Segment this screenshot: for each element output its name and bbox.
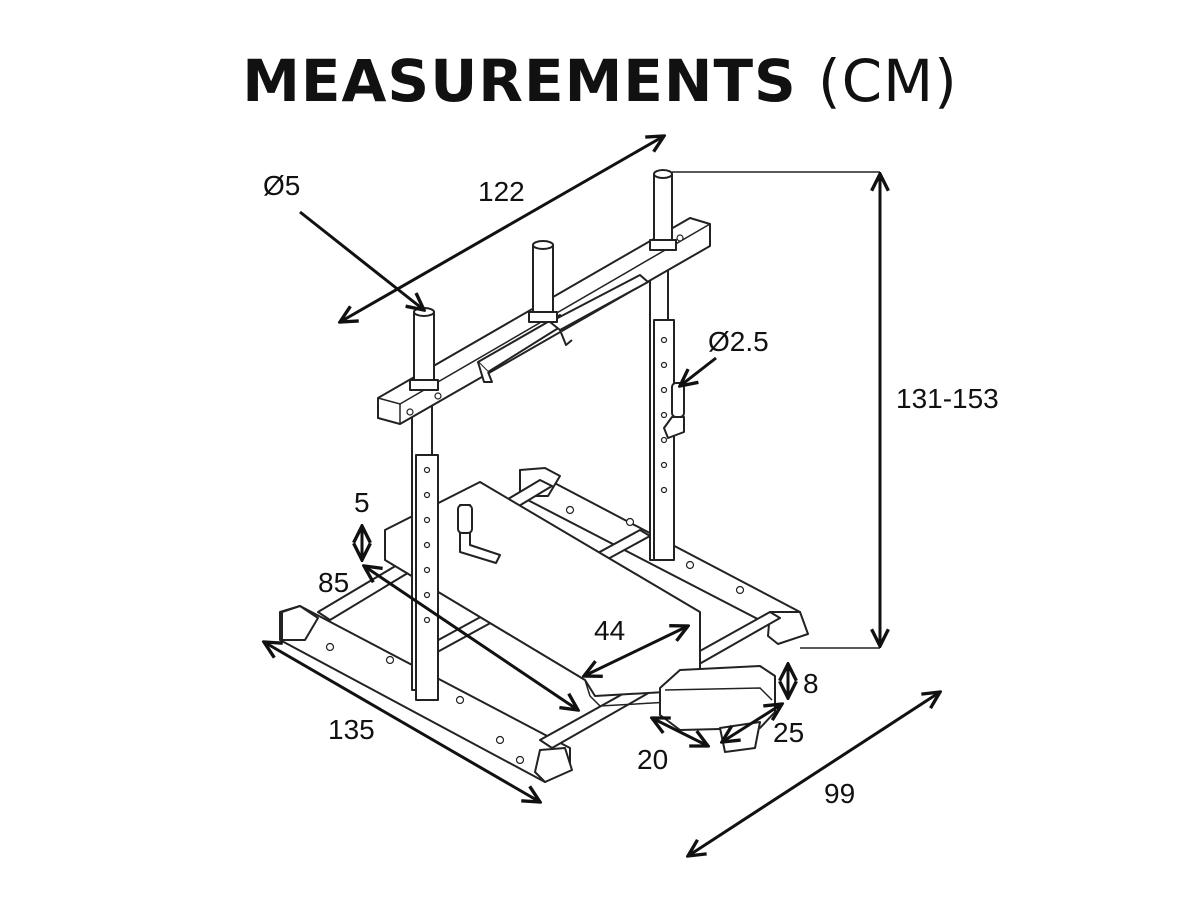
dimension-labels: 122 Ø5 Ø2.5 131-153 5 85 44 8 25 20 135 … (263, 170, 999, 809)
label-roller-length: 25 (773, 717, 804, 748)
label-handle-diameter: Ø2.5 (708, 326, 769, 357)
label-height: 131-153 (896, 383, 999, 414)
label-pad-thickness: 5 (354, 487, 370, 518)
arrow-base-width (688, 692, 940, 856)
title-main: MEASUREMENTS (242, 47, 797, 115)
page-title: MEASUREMENTS (CM) (0, 52, 1200, 110)
label-roller-width: 20 (637, 744, 668, 775)
label-pad-width: 44 (594, 615, 625, 646)
label-post-diameter: Ø5 (263, 170, 300, 201)
title-unit: (CM) (818, 47, 958, 115)
label-top-width: 122 (478, 176, 525, 207)
arrow-base-length (264, 642, 540, 802)
arrow-top-width (340, 136, 664, 322)
label-base-width: 99 (824, 778, 855, 809)
arrow-handle-diameter (680, 356, 717, 386)
label-base-length: 135 (328, 714, 375, 745)
label-pad-length: 85 (318, 567, 349, 598)
machine-frame (279, 169, 809, 783)
arrow-post-diameter (299, 210, 424, 310)
arrow-pad-width (584, 626, 688, 676)
dimension-arrows (264, 136, 940, 856)
label-roller-height: 8 (803, 668, 819, 699)
